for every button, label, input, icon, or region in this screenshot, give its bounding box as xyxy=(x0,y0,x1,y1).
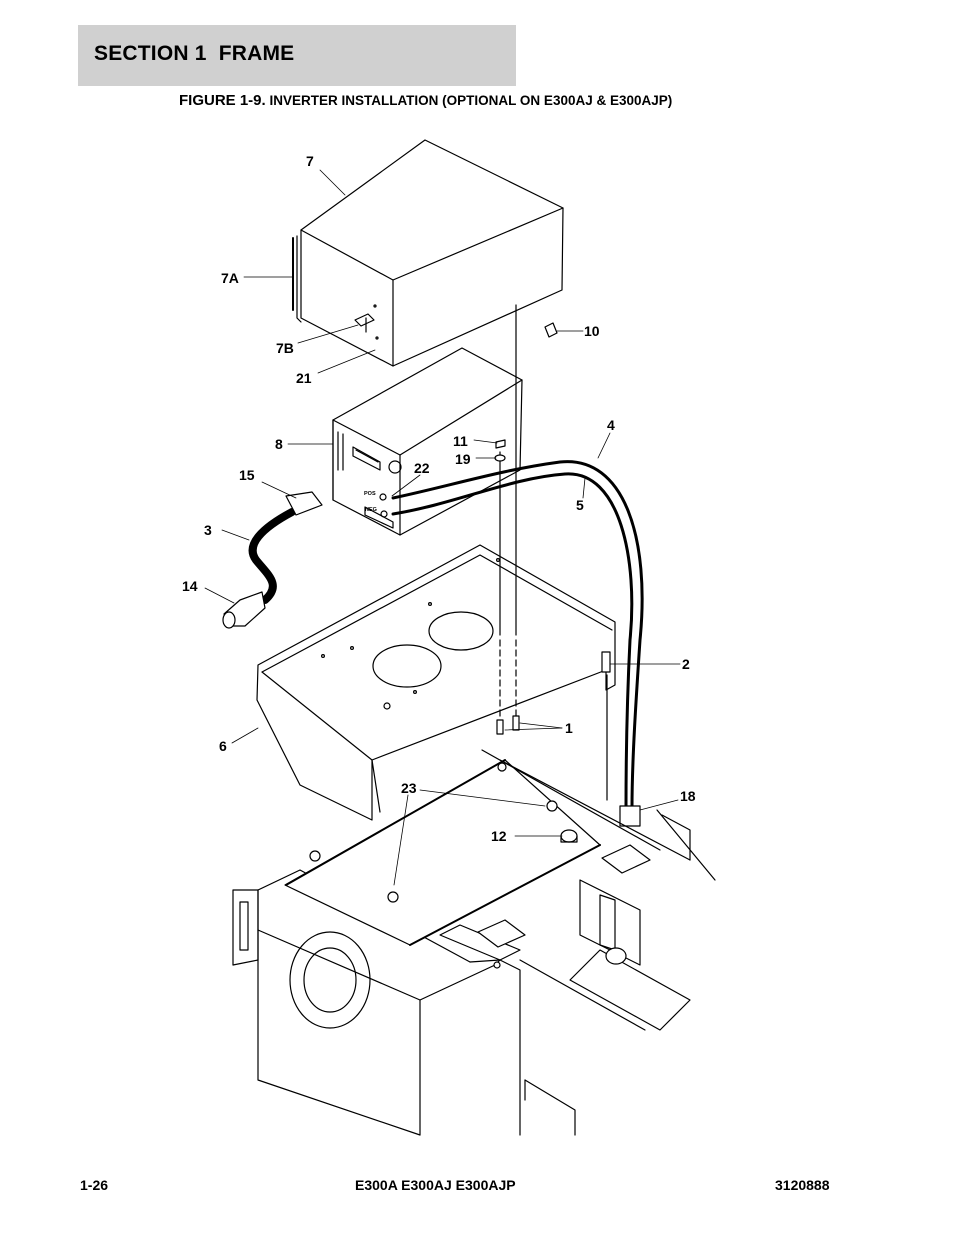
chassis-frame xyxy=(232,749,716,1136)
inverter-cover xyxy=(292,139,564,367)
cable-3 xyxy=(222,491,323,629)
pos-terminal-label: POS xyxy=(364,491,376,497)
callout-15: 15 xyxy=(239,467,255,483)
callout-7: 7 xyxy=(306,153,314,169)
callout-4: 4 xyxy=(607,417,615,433)
section-header: SECTION 1 FRAME xyxy=(78,25,516,86)
footer-models: E300A E300AJ E300AJP xyxy=(355,1177,516,1193)
mounting-tray xyxy=(256,544,616,821)
callout-1: 1 xyxy=(565,720,573,736)
cable-5 xyxy=(391,472,634,810)
callout-3: 3 xyxy=(204,522,212,538)
callout-11: 11 xyxy=(453,433,468,449)
callout-21: 21 xyxy=(296,370,312,386)
page-number: 1-26 xyxy=(80,1177,109,1193)
callout-10: 10 xyxy=(584,323,600,339)
callout-2: 2 xyxy=(682,656,690,672)
figure-number: FIGURE 1-9. xyxy=(179,92,266,109)
cable-4 xyxy=(391,460,644,810)
document-number: 3120888 xyxy=(775,1177,830,1193)
figure-caption: FIGURE 1-9. INVERTER INSTALLATION (OPTIO… xyxy=(179,92,672,109)
callout-6: 6 xyxy=(219,738,227,754)
callout-14: 14 xyxy=(182,578,198,594)
callout-12: 12 xyxy=(491,828,507,844)
callout-7a: 7A xyxy=(221,270,239,286)
callout-18: 18 xyxy=(680,788,696,804)
leader-lines xyxy=(204,169,681,886)
callout-7b: 7B xyxy=(276,340,294,356)
callout-23: 23 xyxy=(401,780,417,796)
callout-5: 5 xyxy=(576,497,584,513)
neg-terminal-label: NEG xyxy=(365,507,377,513)
callout-22: 22 xyxy=(414,460,430,476)
callout-8: 8 xyxy=(275,436,283,452)
section-title: SECTION 1 FRAME xyxy=(94,42,295,65)
figure-title: INVERTER INSTALLATION (OPTIONAL ON E300A… xyxy=(265,93,673,108)
callout-19: 19 xyxy=(455,451,471,467)
